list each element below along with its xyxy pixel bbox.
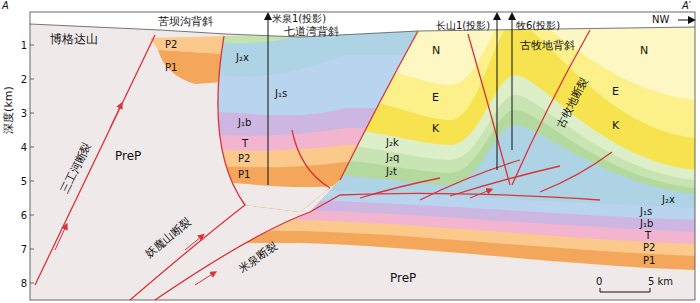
unit-label: J₂x bbox=[662, 194, 675, 205]
section-end: A′ bbox=[682, 0, 691, 11]
unit-label: P1 bbox=[643, 255, 655, 266]
unit-label: J₂q bbox=[386, 152, 399, 163]
fault-lines bbox=[35, 30, 612, 300]
unit-label: P1 bbox=[165, 62, 177, 73]
well-name: 米泉1(投影) bbox=[272, 13, 326, 24]
scale-label: 0 bbox=[596, 276, 602, 287]
depth-tick: 2 bbox=[21, 74, 27, 85]
frame bbox=[30, 12, 695, 300]
unit-label: PreP bbox=[115, 150, 141, 163]
well-name: 长山1(投影) bbox=[436, 20, 490, 31]
unit-label: N bbox=[640, 45, 648, 57]
unit-label: P2 bbox=[165, 39, 177, 50]
unit-label: J₁b bbox=[640, 218, 653, 229]
unit-label: P2 bbox=[643, 242, 655, 253]
topography bbox=[30, 24, 695, 37]
sky bbox=[30, 12, 695, 37]
section-end: A bbox=[2, 0, 9, 11]
depth-tick: 5 bbox=[21, 176, 27, 187]
unit-label: PreP bbox=[390, 272, 416, 285]
depth-tick: 4 bbox=[21, 142, 27, 153]
unit-label: J₂t bbox=[386, 166, 397, 177]
unit-label: J₁s bbox=[640, 206, 652, 217]
fault-motion-arrows bbox=[55, 105, 490, 285]
unit-label: N bbox=[432, 45, 440, 57]
unit-label: T bbox=[645, 230, 651, 241]
direction-label: NW bbox=[652, 14, 669, 25]
unit-label: P2 bbox=[238, 153, 250, 164]
well-name: 牧6(投影) bbox=[516, 20, 560, 31]
unit-label: J₂x bbox=[236, 52, 249, 63]
depth-tick: 1 bbox=[21, 40, 27, 51]
scale-label: 5 km bbox=[648, 276, 673, 287]
unit-label: E bbox=[612, 86, 619, 98]
depth-tick: 6 bbox=[21, 210, 27, 221]
unit-label: T bbox=[242, 138, 248, 149]
unit-label: J₁b bbox=[238, 117, 251, 128]
right-block bbox=[150, 10, 700, 303]
unit-label: K bbox=[432, 123, 439, 135]
well-lines bbox=[268, 16, 512, 185]
unit-label: J₁s bbox=[275, 88, 287, 99]
anticline-name: 七道湾背斜 bbox=[284, 26, 339, 38]
depth-tick: 7 bbox=[21, 244, 27, 255]
depth-ticks bbox=[30, 45, 34, 283]
unit-label: K bbox=[612, 120, 619, 132]
scale-bar bbox=[600, 288, 650, 292]
mountain-name: 博格达山 bbox=[50, 33, 98, 46]
unit-label: J₂k bbox=[386, 137, 399, 148]
unit-label: E bbox=[432, 92, 439, 104]
layer-p1 bbox=[158, 50, 225, 84]
anticline-name: 古牧地背斜 bbox=[520, 40, 575, 52]
direction-arrow bbox=[678, 20, 692, 21]
depth-tick: 3 bbox=[21, 108, 27, 119]
depth-tick: 8 bbox=[21, 278, 27, 289]
unit-label: P1 bbox=[238, 169, 250, 180]
axis-title: 深度(km) bbox=[3, 86, 15, 134]
anticline-name: 苦坝沟背斜 bbox=[158, 16, 213, 28]
